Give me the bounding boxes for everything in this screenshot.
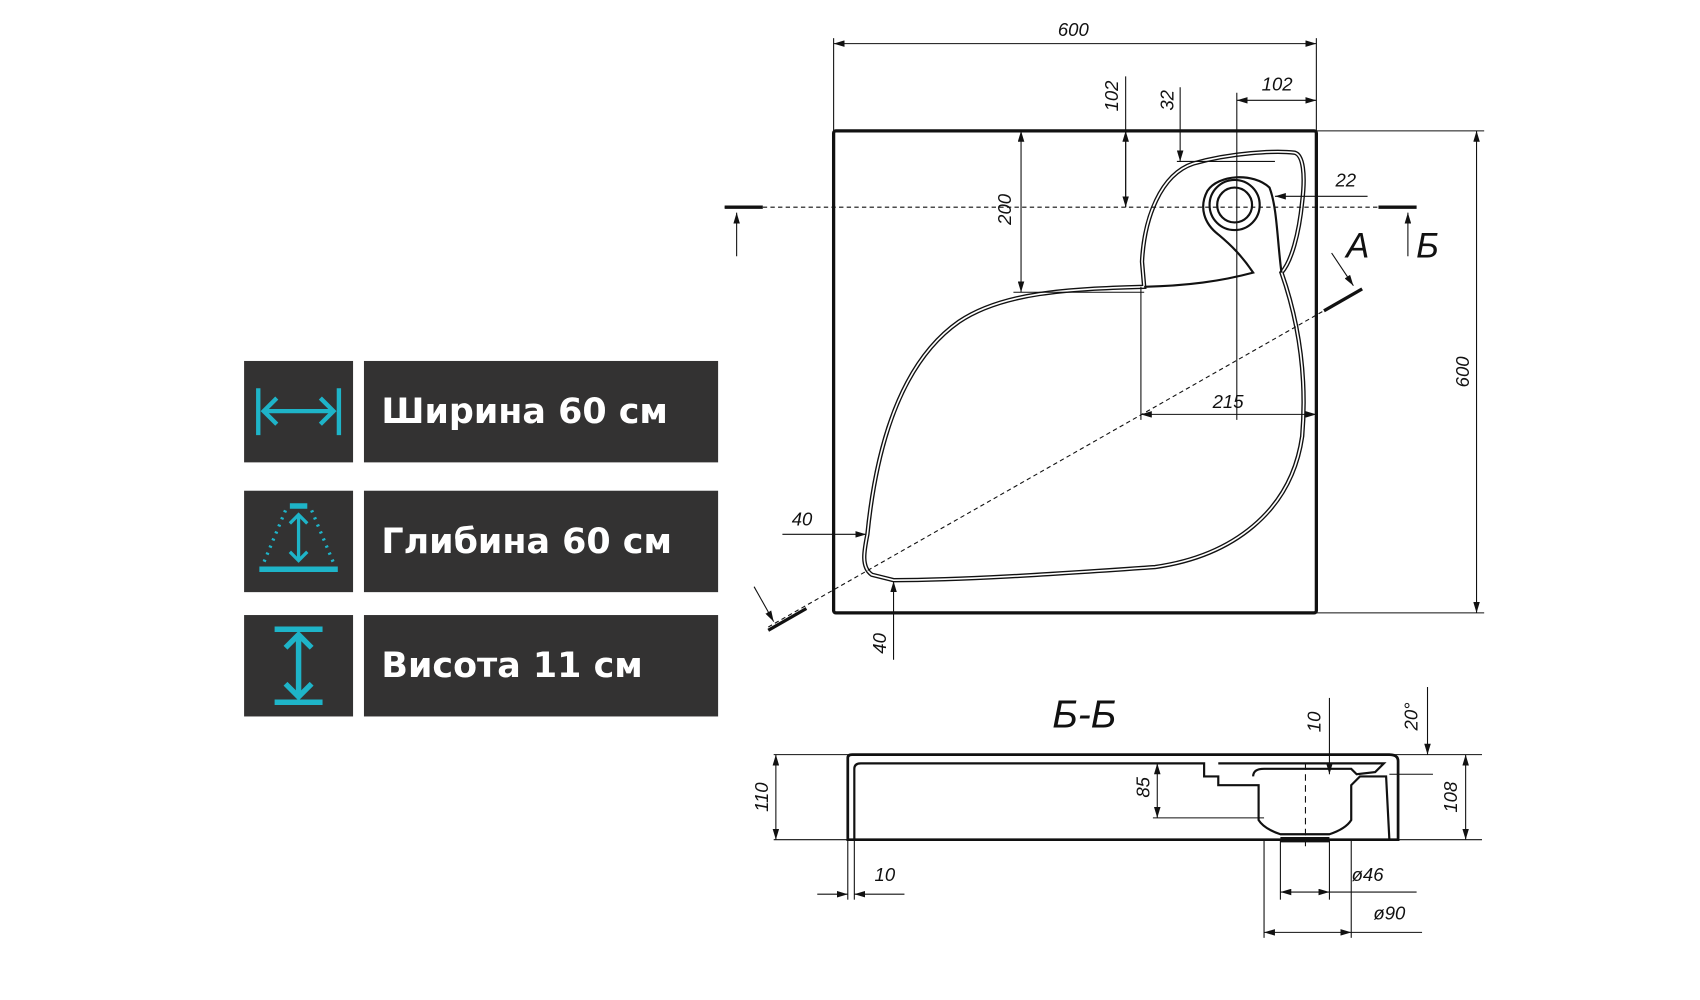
dim-drain-outer: ø90 bbox=[1373, 902, 1406, 923]
basin-outline bbox=[862, 149, 1306, 583]
drain-shelf bbox=[1144, 176, 1283, 288]
dim-basin-depth: 85 bbox=[1133, 776, 1154, 797]
dim-rim-bottom: 40 bbox=[869, 632, 890, 653]
dim-depth: 600 bbox=[1452, 356, 1473, 388]
dim-height: 110 bbox=[751, 782, 772, 812]
section-title: Б-Б bbox=[1052, 692, 1116, 736]
depth-icon-box bbox=[244, 490, 354, 593]
dim-drain-edge: 32 bbox=[1157, 89, 1178, 110]
top-view-labels: 600 600 102 32 102 200 22 215 40 40 Б А bbox=[792, 19, 1473, 654]
section-view-labels: Б-Б 110 108 85 10 20° 10 ø46 ø90 bbox=[751, 692, 1461, 923]
view-mark: А bbox=[1344, 226, 1369, 265]
dim-drain-inner: ø46 bbox=[1352, 864, 1385, 885]
dim-rim-right: 22 bbox=[1334, 169, 1356, 190]
width-arrows-icon bbox=[256, 388, 342, 436]
dim-angle: 20° bbox=[1401, 702, 1422, 731]
top-view bbox=[724, 38, 1485, 660]
tray-outline bbox=[831, 129, 1318, 615]
dim-drain-from-top: 102 bbox=[1101, 80, 1122, 112]
height-icon-box bbox=[244, 615, 354, 717]
dim-shelf: 200 bbox=[994, 193, 1015, 226]
height-label: Висота 11 см bbox=[363, 615, 719, 717]
dim-width: 600 bbox=[1058, 19, 1090, 40]
width-icon-box bbox=[244, 360, 354, 463]
height-arrows-icon bbox=[274, 626, 323, 706]
dim-drain-from-right: 102 bbox=[1262, 74, 1294, 95]
depth-perspective-icon bbox=[259, 503, 338, 572]
depth-label: Глибина 60 см bbox=[363, 490, 719, 593]
dim-basin-offset: 215 bbox=[1212, 391, 1245, 412]
dim-inner-height: 108 bbox=[1440, 781, 1461, 813]
dim-wall: 10 bbox=[875, 864, 896, 885]
drain-inner-circle bbox=[1216, 186, 1254, 224]
dim-drain-depth: 10 bbox=[1304, 711, 1325, 732]
section-mark: Б bbox=[1416, 226, 1439, 265]
dim-rim-left: 40 bbox=[792, 509, 813, 530]
diagonal-section-line bbox=[767, 288, 1363, 628]
section-view bbox=[772, 687, 1482, 938]
width-label: Ширина 60 см bbox=[363, 360, 719, 463]
drain-outer-circle bbox=[1208, 178, 1261, 232]
